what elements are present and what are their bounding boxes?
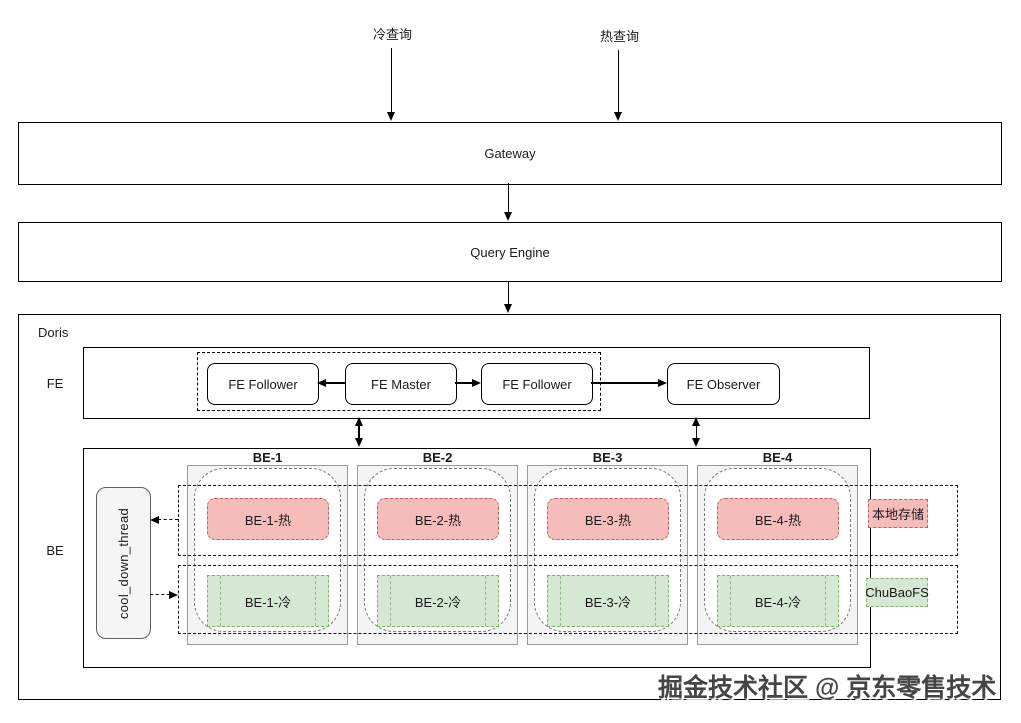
hot-query-arrow bbox=[614, 50, 624, 121]
be-1-cold-box: BE-1-冷 bbox=[207, 575, 329, 627]
hot-to-cooldown-dashed-arrow bbox=[150, 515, 178, 525]
be-label: BE bbox=[46, 543, 64, 558]
be-1-cold-label: BE-1-冷 bbox=[244, 594, 292, 610]
follower2-to-observer-arrow bbox=[591, 378, 667, 388]
gateway-label: Gateway bbox=[484, 146, 536, 161]
fe-follower-2-label: FE Follower bbox=[502, 376, 572, 392]
query-engine-to-doris-arrow bbox=[504, 281, 514, 313]
fe-master-node: FE Master bbox=[345, 363, 457, 405]
fe-follower-1-node: FE Follower bbox=[207, 363, 319, 405]
fe-be-sync-arrow-left bbox=[354, 417, 364, 447]
cold-query-arrow bbox=[387, 48, 397, 121]
cool-down-thread-node: cool_down_thread bbox=[96, 487, 151, 639]
be-4-title: BE-4 bbox=[762, 450, 793, 465]
hot-tier-band bbox=[178, 485, 958, 556]
cold-tier-band bbox=[178, 565, 958, 634]
cold-query-label: 冷查询 bbox=[373, 27, 413, 42]
query-engine-label: Query Engine bbox=[470, 244, 550, 260]
be-2-title: BE-2 bbox=[422, 450, 453, 465]
be-2-hot-box: BE-2-热 bbox=[377, 498, 499, 540]
be-4-hot-box: BE-4-热 bbox=[717, 498, 839, 540]
fe-label: FE bbox=[46, 376, 64, 391]
be-3-title: BE-3 bbox=[592, 450, 623, 465]
cooldown-to-cold-dashed-arrow bbox=[150, 590, 178, 600]
fe-quorum-dashed-group bbox=[197, 352, 601, 411]
chubaofs-label: ChuBaoFS bbox=[865, 585, 929, 600]
fe-follower-1-label: FE Follower bbox=[228, 376, 298, 392]
gateway-box: Gateway bbox=[18, 122, 1002, 185]
query-engine-box: Query Engine bbox=[18, 222, 1002, 282]
fe-observer-label: FE Observer bbox=[686, 376, 761, 392]
hot-query-label: 热查询 bbox=[600, 29, 640, 44]
be-3-cold-box: BE-3-冷 bbox=[547, 575, 669, 627]
master-to-follower1-arrow bbox=[317, 378, 345, 388]
be-2-hot-label: BE-2-热 bbox=[414, 512, 462, 528]
fe-follower-2-node: FE Follower bbox=[481, 363, 593, 405]
be-3-cold-label: BE-3-冷 bbox=[584, 594, 632, 610]
be-3-hot-box: BE-3-热 bbox=[547, 498, 669, 540]
be-1-hot-label: BE-1-热 bbox=[244, 512, 292, 528]
local-storage-label: 本地存储 bbox=[871, 507, 924, 522]
master-to-follower2-arrow bbox=[455, 378, 481, 388]
be-2-cold-label: BE-2-冷 bbox=[414, 594, 462, 610]
be-1-hot-box: BE-1-热 bbox=[207, 498, 329, 540]
gateway-to-query-engine-arrow bbox=[504, 183, 514, 221]
chubaofs-tag: ChuBaoFS bbox=[865, 578, 929, 607]
doris-label: Doris bbox=[38, 325, 69, 340]
fe-be-sync-arrow-right bbox=[692, 417, 702, 447]
watermark: 掘金技术社区 @ 京东零售技术 bbox=[658, 674, 997, 702]
fe-master-label: FE Master bbox=[371, 376, 431, 392]
cool-down-thread-label: cool_down_thread bbox=[116, 507, 132, 619]
local-storage-tag: 本地存储 bbox=[868, 499, 928, 528]
be-4-cold-box: BE-4-冷 bbox=[717, 575, 839, 627]
be-3-hot-label: BE-3-热 bbox=[584, 512, 632, 528]
be-2-cold-box: BE-2-冷 bbox=[377, 575, 499, 627]
fe-observer-node: FE Observer bbox=[667, 363, 780, 405]
be-4-hot-label: BE-4-热 bbox=[754, 512, 802, 528]
be-4-cold-label: BE-4-冷 bbox=[754, 594, 802, 610]
be-1-title: BE-1 bbox=[252, 450, 283, 465]
